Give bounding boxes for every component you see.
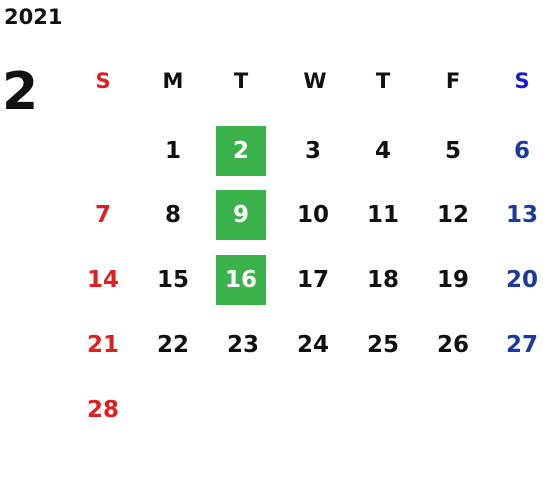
- day-cell[interactable]: 23: [226, 332, 259, 358]
- day-cell-sunday[interactable]: 14: [86, 267, 119, 293]
- day-cell[interactable]: 15: [156, 267, 189, 293]
- day-cell-saturday[interactable]: 13: [505, 202, 538, 228]
- weekday-saturday: S: [514, 69, 530, 93]
- day-cell[interactable]: 22: [156, 332, 189, 358]
- day-cell[interactable]: 18: [366, 267, 399, 293]
- day-cell-highlighted[interactable]: 16: [216, 255, 266, 305]
- weekday-wednesday: W: [303, 69, 327, 93]
- day-cell-saturday[interactable]: 20: [505, 267, 538, 293]
- weekday-tuesday: T: [233, 69, 249, 93]
- weekday-thursday: T: [375, 69, 391, 93]
- day-cell-highlighted[interactable]: 9: [216, 190, 266, 240]
- day-cell[interactable]: 24: [296, 332, 329, 358]
- day-cell-saturday[interactable]: 27: [505, 332, 538, 358]
- day-cell-sunday[interactable]: 28: [86, 397, 119, 423]
- day-cell[interactable]: 5: [444, 138, 461, 164]
- weekday-friday: F: [445, 69, 461, 93]
- day-cell[interactable]: 25: [366, 332, 399, 358]
- day-cell-highlighted[interactable]: 2: [216, 126, 266, 176]
- day-cell[interactable]: 8: [164, 202, 181, 228]
- day-cell[interactable]: 10: [296, 202, 329, 228]
- day-cell[interactable]: 1: [164, 138, 181, 164]
- weekday-sunday: S: [95, 69, 111, 93]
- day-cell[interactable]: 11: [366, 202, 399, 228]
- weekday-monday: M: [162, 69, 184, 93]
- day-cell[interactable]: 12: [436, 202, 469, 228]
- year-label: 2021: [4, 5, 63, 29]
- day-cell-saturday[interactable]: 6: [513, 138, 530, 164]
- day-cell[interactable]: 19: [436, 267, 469, 293]
- day-cell[interactable]: 3: [304, 138, 321, 164]
- day-cell[interactable]: 17: [296, 267, 329, 293]
- month-number: 2: [2, 62, 39, 122]
- day-cell-sunday[interactable]: 21: [86, 332, 119, 358]
- day-cell[interactable]: 4: [374, 138, 391, 164]
- day-cell-sunday[interactable]: 7: [94, 202, 111, 228]
- day-cell[interactable]: 26: [436, 332, 469, 358]
